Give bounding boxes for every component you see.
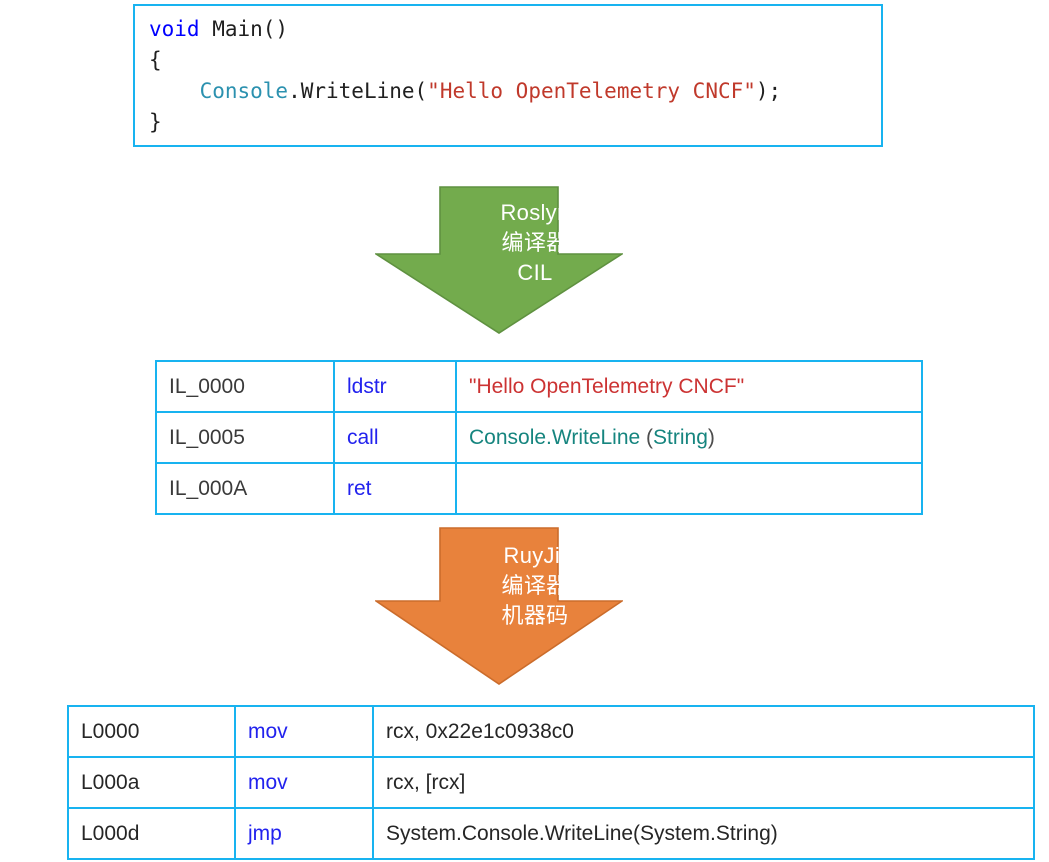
code-token: Console [199,79,289,103]
asm-offset-cell: L0000 [67,705,236,758]
il-operand-cell: "Hello OpenTelemetry CNCF" [455,360,923,413]
asm-opcode-cell: mov [234,705,374,758]
asm-operand-cell: System.Console.WriteLine(System.String) [372,807,1035,860]
roslyn-compiler-arrow: Roslyn 编译器 CIL [375,186,623,334]
il-opcode-cell: call [333,411,457,464]
down-arrow-icon [375,527,623,685]
down-arrow-icon [375,186,623,334]
il-opcode-cell: ldstr [333,360,457,413]
il-operand-cell [455,462,923,515]
il-opcode-cell: ret [333,462,457,515]
il-operand-cell: Console.WriteLine (String) [455,411,923,464]
code-token: ); [755,79,782,103]
code-token: "Hello OpenTelemetry CNCF" [427,79,756,103]
il-offset-cell: IL_000A [155,462,335,515]
code-line: { [149,45,881,76]
asm-offset-cell: L000d [67,807,236,860]
ryujit-compiler-arrow: RuyJit 编译器 机器码 [375,527,623,685]
il-offset-cell: IL_0000 [155,360,335,413]
code-token: .WriteLine( [288,79,428,103]
il-operand-token: Console.WriteLine [469,425,641,449]
code-token: { [149,48,162,72]
code-token [149,79,200,103]
asm-offset-cell: L000a [67,756,236,809]
asm-opcode-cell: jmp [234,807,374,860]
asm-operand-cell: rcx, 0x22e1c0938c0 [372,705,1035,758]
asm-opcode-cell: mov [234,756,374,809]
csharp-source-code-box: void Main() { Console.WriteLine("Hello Op… [133,4,883,147]
code-line: } [149,107,881,138]
code-token: void [149,17,200,41]
il-operand-token: ) [707,425,715,449]
il-offset-cell: IL_0005 [155,411,335,464]
il-operand-token: String [653,425,708,449]
il-operand-token: "Hello OpenTelemetry CNCF" [469,374,745,398]
code-token: Main() [199,17,289,41]
code-token: } [149,110,162,134]
code-line: Console.WriteLine("Hello OpenTelemetry C… [149,76,881,107]
code-line: void Main() [149,14,881,45]
asm-operand-cell: rcx, [rcx] [372,756,1035,809]
il-operand-token: ( [640,425,654,449]
